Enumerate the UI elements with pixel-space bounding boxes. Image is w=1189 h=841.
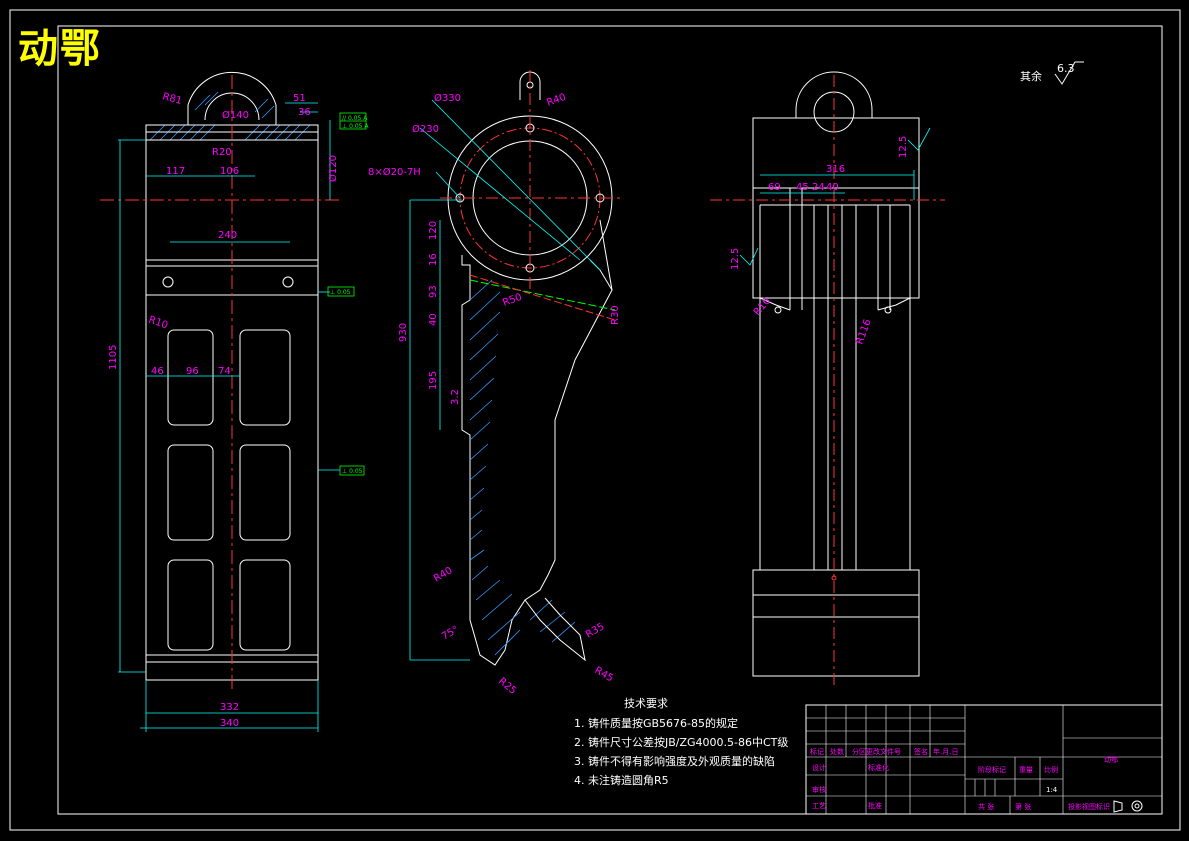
dim-d330: Ø330 [434, 92, 461, 104]
dim-w74: 74 [218, 366, 231, 377]
dim-w69: 69 [768, 182, 781, 193]
tb-row4: 共 张 [978, 802, 994, 811]
dim-d230: Ø230 [412, 123, 439, 135]
dim-ra125b: 12.5 [730, 248, 741, 270]
side-view-hatch [469, 279, 576, 656]
dim-r30: R30 [610, 305, 621, 325]
dim-w51: 51 [293, 93, 306, 104]
front-view: R81 Ø140 51 36 117 106 R20 240 1105 R10 … [100, 72, 369, 732]
dim-r-lug: R40 [545, 92, 567, 109]
roughness-value: 6.3 [1057, 62, 1075, 75]
dim-ang: 75° [440, 624, 461, 642]
dim-w340: 340 [220, 718, 239, 729]
front-view-bolt-hole-right [282, 276, 294, 288]
dim-r25: R25 [496, 676, 518, 697]
tol-box-1: // 0.05 A [342, 115, 368, 122]
tb-row1: 年.月.日 [933, 747, 958, 756]
dim-w96: 96 [186, 366, 199, 377]
dim-w36: 36 [298, 107, 311, 118]
roughness-symbol: 其余 6.3 [1020, 61, 1084, 85]
dim-h16: 16 [428, 253, 439, 266]
dim-ra32: 3.2 [450, 389, 461, 405]
dim-r40b: R40 [432, 565, 455, 584]
tb-row4: 工艺 [812, 802, 826, 810]
tb-row2: 比例 [1044, 765, 1058, 774]
tb-scale: 1:4 [1046, 786, 1058, 794]
tol-box-4: ⊥ 0.05 [342, 468, 363, 475]
tb-row2: 设计 [812, 763, 826, 772]
dim-d-top: Ø140 [222, 109, 249, 121]
dim-h195: 195 [428, 371, 439, 390]
dim-d-right: Ø120 [327, 155, 339, 182]
dim-w46: 46 [151, 366, 164, 377]
dim-w106: 106 [220, 166, 239, 177]
dim-w332: 332 [220, 702, 239, 713]
note-item: 1. 铸件质量按GB5676-85的规定 [574, 716, 738, 730]
tb-row1: 处数 [830, 747, 844, 756]
dim-r45: R45 [593, 665, 616, 684]
dim-ra125a: 12.5 [898, 136, 909, 158]
dim-r35: R35 [584, 621, 607, 640]
front-view-pocket [239, 329, 291, 426]
dim-w24: 24 [812, 182, 825, 193]
note-item: 3. 铸件不得有影响强度及外观质量的缺陷 [574, 754, 775, 768]
drawing-title-stamp: 动鄂 [18, 25, 102, 72]
tb-row1: 标记 [810, 747, 824, 756]
tol-box-3: ⊥ 0.05 [330, 289, 351, 296]
roughness-label: 其余 [1020, 69, 1042, 83]
tb-row1: 签名 [914, 747, 928, 756]
note-item: 2. 铸件尺寸公差按JB/ZG4000.5-86中CT级 [574, 735, 788, 749]
dim-r-top: R81 [161, 91, 183, 107]
dim-w316: 316 [826, 164, 845, 175]
front-view-pocket [239, 559, 291, 651]
dim-r10: R10 [147, 314, 169, 331]
note-item: 4. 未注铸造圆角R5 [574, 773, 669, 787]
tb-row1: 更改文件号 [866, 747, 901, 756]
tb-row2: 阶段标记 [978, 765, 1006, 774]
dim-r16: R16 [752, 296, 773, 318]
side-view-body [461, 255, 613, 666]
end-view-base [752, 569, 920, 677]
front-view-pocket [167, 329, 214, 426]
tb-row4: 批准 [868, 801, 882, 810]
dim-holes: 8×Ø20-7H [368, 166, 421, 178]
tb-row4: 第 张 [1015, 802, 1031, 811]
dim-h-r: R20 [212, 147, 232, 158]
end-view: 316 69 45 24 40 12.5 12.5 R16 R116 [710, 71, 945, 685]
dim-w117: 117 [166, 166, 185, 177]
tb-projection-label: 投影视图标识 [1068, 802, 1110, 811]
notes-heading: 技术要求 [624, 697, 668, 710]
dim-w40: 40 [826, 182, 839, 193]
dim-h1105: 1105 [108, 345, 119, 370]
front-view-bolt-hole-left [162, 276, 174, 288]
end-view-top-block [752, 117, 920, 299]
projection-symbol-icon [1113, 800, 1123, 813]
end-view-top-lug [795, 71, 873, 118]
tol-box-2: ⊥ 0.05 A [342, 123, 369, 130]
front-view-pocket [167, 444, 214, 541]
technical-notes: 技术要求 1. 铸件质量按GB5676-85的规定 2. 铸件尺寸公差按JB/Z… [574, 697, 788, 787]
tb-part-name: 动鄂 [1104, 755, 1118, 764]
tb-row3: 审核 [812, 785, 826, 794]
dim-h93: 93 [428, 285, 439, 298]
front-view-pocket [167, 559, 214, 651]
tb-row1: 分区 [852, 747, 866, 756]
dim-h930: 930 [398, 323, 409, 342]
front-view-top-lug [187, 72, 277, 126]
dim-r116: R116 [854, 318, 873, 346]
tb-row2: 重量 [1019, 766, 1033, 774]
dim-w240: 240 [218, 230, 237, 241]
dim-r50: R50 [501, 292, 523, 309]
title-block: 标记 处数 分区 更改文件号 签名 年.月.日 设计 标准化 阶段标记 重量 比… [805, 704, 1163, 815]
tb-row2: 标准化 [868, 763, 889, 772]
front-view-pocket [239, 444, 291, 541]
sheet-border-outer [9, 9, 1181, 831]
dim-w45: 45 [796, 182, 809, 193]
dim-h40: 40 [428, 313, 439, 326]
dim-h120: 120 [428, 221, 439, 240]
sheet-border-inner [57, 25, 1163, 815]
side-view: Ø330 Ø230 R40 8×Ø20-7H 120 16 93 40 930 … [368, 70, 621, 697]
